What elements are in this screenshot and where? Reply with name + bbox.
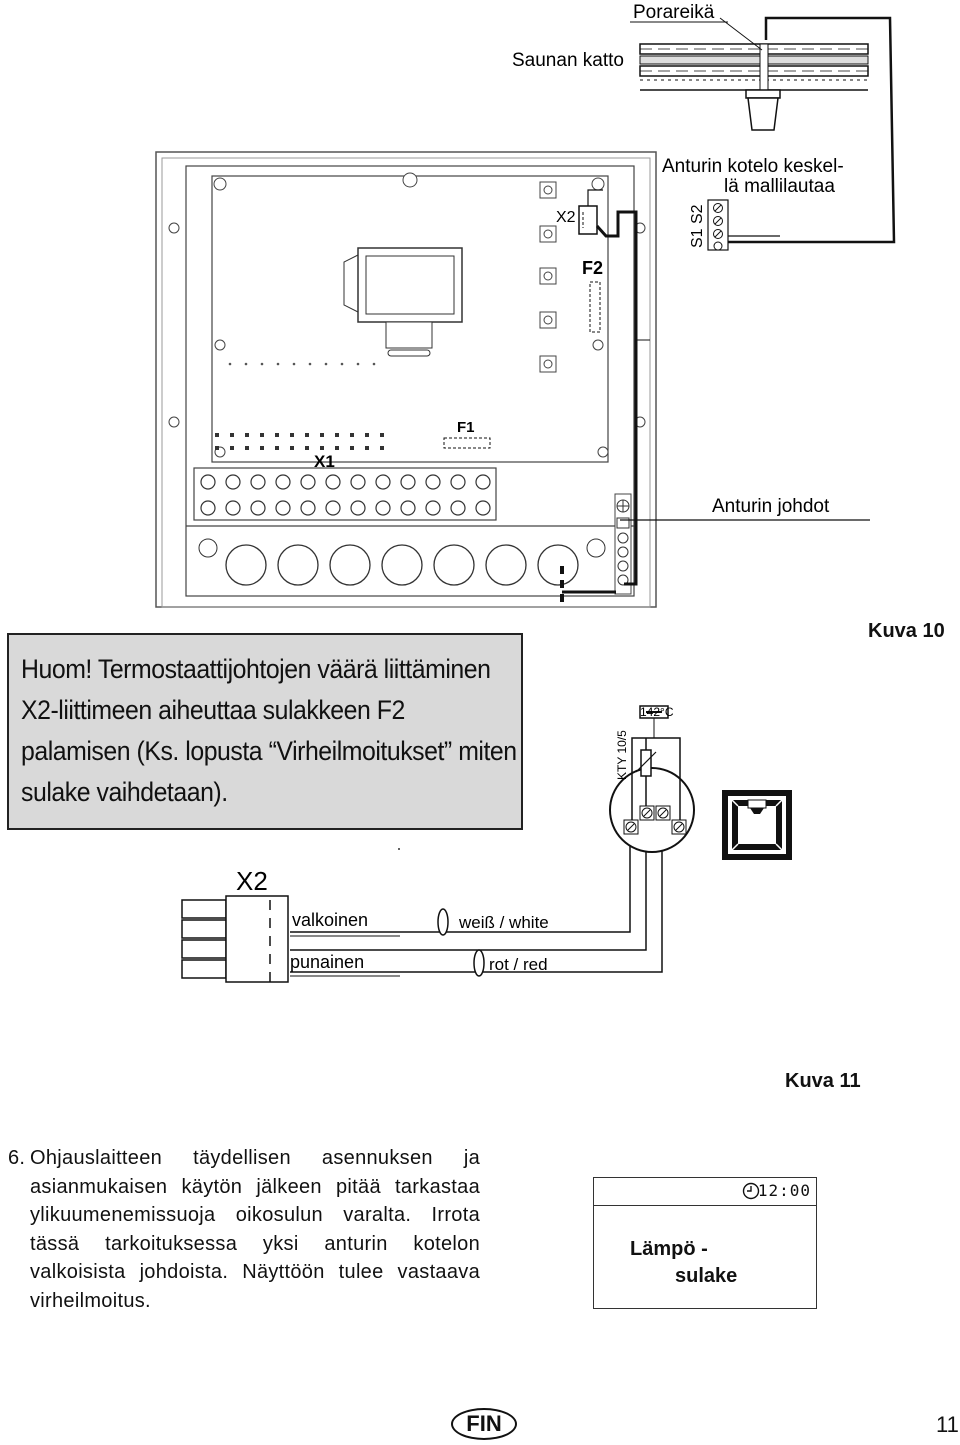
label-valkoinen: valkoinen bbox=[292, 910, 368, 930]
figure-11-sensor-diagram: 142°C KTY 10/5 X2 valkoinen punainen wei… bbox=[181, 705, 792, 983]
label-rot-red: rot / red bbox=[489, 955, 548, 974]
x2-plug-connector bbox=[181, 895, 289, 983]
label-anturin-johdot: Anturin johdot bbox=[712, 496, 830, 517]
label-punainen: punainen bbox=[290, 952, 364, 972]
label-x1-terminal: X1 bbox=[314, 452, 335, 471]
display-label-line1: Lämpö - bbox=[630, 1238, 708, 1260]
figure-11-caption: Kuva 11 bbox=[785, 1070, 861, 1092]
page-number: 11 bbox=[936, 1412, 959, 1437]
label-f2-fuse: F2 bbox=[582, 258, 603, 278]
warning-note-box: Huom! Termostaattijohtojen väärä liittäm… bbox=[7, 633, 523, 830]
display-label-line2: sulake bbox=[675, 1265, 738, 1287]
clock-icon bbox=[742, 1182, 760, 1200]
control-unit-enclosure bbox=[155, 151, 870, 608]
label-weiss-white: weiß / white bbox=[458, 913, 549, 932]
figure-10-wiring-diagram: Porareikä Saunan katto Anturin kotelo ke… bbox=[155, 2, 896, 608]
label-x2: X2 bbox=[236, 866, 268, 896]
language-badge: FIN bbox=[451, 1408, 517, 1440]
label-saunan-katto: Saunan katto bbox=[512, 50, 624, 71]
sensor-housing-top-view bbox=[722, 790, 792, 860]
label-temperature: 142°C bbox=[640, 705, 674, 719]
step-number: 6. bbox=[8, 1147, 26, 1169]
label-anturin-kotelo-line2: lä mallilautaa bbox=[724, 176, 835, 197]
label-s1-s2: S1 S2 bbox=[689, 204, 706, 248]
label-f1-fuse: F1 bbox=[457, 419, 475, 436]
figure-10-caption: Kuva 10 bbox=[868, 620, 945, 642]
display-status-bar: 12:00 bbox=[594, 1178, 816, 1206]
label-anturin-kotelo-line1: Anturin kotelo keskel- bbox=[662, 156, 844, 177]
control-panel-display: 12:00 Lämpö - sulake bbox=[593, 1177, 817, 1309]
step-text: Ohjauslaitteen täydellisen asennuksen ja… bbox=[30, 1147, 480, 1312]
label-porareika: Porareikä bbox=[633, 2, 715, 23]
label-x2-connector: X2 bbox=[556, 209, 576, 226]
sauna-ceiling bbox=[639, 16, 896, 244]
warning-note-text: Huom! Termostaattijohtojen väärä liittäm… bbox=[21, 654, 517, 807]
terminal-block-s1-s2 bbox=[707, 199, 729, 251]
display-time: 12:00 bbox=[757, 1181, 811, 1200]
label-kty: KTY 10/5 bbox=[615, 730, 629, 780]
